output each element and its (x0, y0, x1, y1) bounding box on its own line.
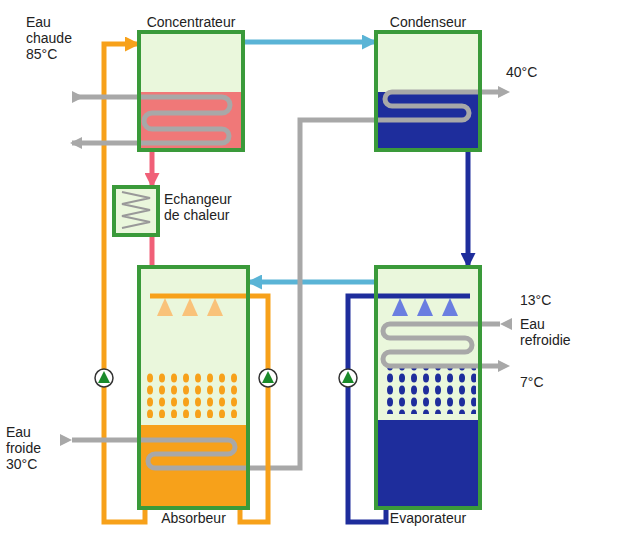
vessel-label: Evaporateur (390, 510, 466, 526)
pump-symbol (339, 369, 357, 387)
flow-arrow (498, 86, 510, 98)
spray-nozzles (157, 298, 458, 316)
exchanger-coil (122, 192, 150, 228)
droplets (147, 372, 241, 418)
exchanger-coil (122, 192, 150, 228)
liquid (139, 92, 480, 508)
water-coil (72, 92, 500, 522)
spray-nozzles (392, 298, 408, 316)
water-label: 7°C (520, 374, 580, 390)
spray-nozzles (182, 298, 198, 316)
flow-arrow (70, 137, 82, 149)
pump-symbol (262, 371, 274, 383)
droplets (147, 366, 476, 418)
water-label: 40°C (506, 64, 566, 80)
liquid (376, 420, 480, 508)
pump-symbol (342, 371, 354, 383)
pump-symbol (259, 369, 277, 387)
spray-nozzles (417, 298, 433, 316)
vessel-label: Absorbeur (161, 510, 226, 526)
pump-symbol (98, 371, 110, 383)
flow-arrow (60, 434, 72, 446)
spray-nozzles (442, 298, 458, 316)
pipe-connector (250, 280, 374, 285)
water-coil (72, 97, 230, 143)
heat-exchanger: Echangeur de chaleur (112, 185, 160, 237)
vessel-fill (137, 265, 250, 510)
water-label: Eau chaude 85°C (26, 14, 72, 62)
spray-nozzles (157, 298, 173, 316)
vessel-label: Condenseur (390, 14, 466, 30)
vessel-fill (374, 265, 482, 510)
water-coil (383, 324, 500, 366)
pipe-connector (150, 152, 155, 185)
pipe-connector (466, 152, 471, 265)
condenser-vessel: Condenseur (374, 30, 482, 152)
water-coil (348, 296, 470, 522)
water-label: Eau froide 30°C (6, 424, 54, 472)
droplets (382, 366, 476, 414)
water-coil (72, 440, 250, 468)
water-label: Eau refroidie (520, 316, 596, 348)
evaporator-vessel: Evaporateur (374, 265, 482, 510)
flow-arrow (500, 318, 512, 330)
pipe-connector (245, 40, 374, 45)
vessel-label: Echangeur de chaleur (164, 191, 244, 223)
vessel-fill (112, 185, 160, 237)
pump-symbol (95, 369, 357, 387)
pipe-connector (150, 237, 155, 265)
water-coil (150, 296, 268, 522)
flow-arrow (498, 360, 510, 372)
flow-arrow (72, 91, 84, 103)
pump-symbol (95, 369, 113, 387)
concentrator-vessel: Concentrateur (137, 30, 245, 152)
absorber-vessel: Absorbeur (137, 265, 250, 510)
water-label: 13°C (520, 292, 580, 308)
spray-nozzles (207, 298, 223, 316)
vessel-label: Concentrateur (147, 14, 236, 30)
